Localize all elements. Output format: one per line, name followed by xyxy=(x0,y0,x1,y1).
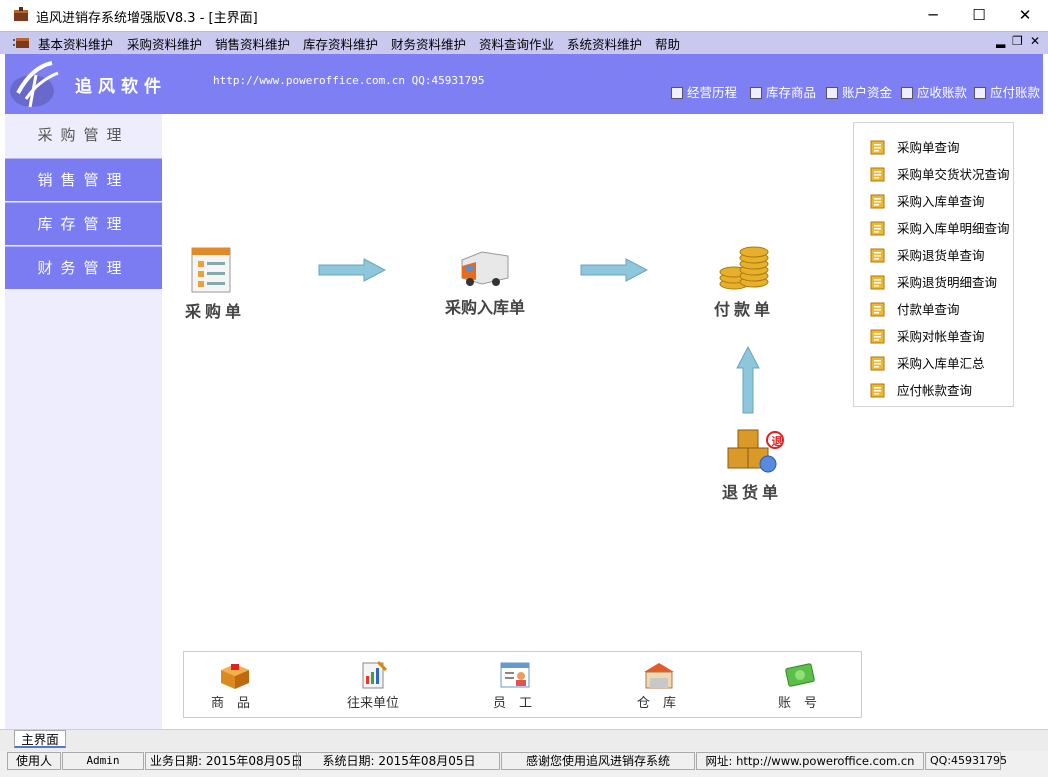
return-order-label[interactable]: 退货单 xyxy=(722,483,783,502)
menu-basic-data[interactable]: 基本资料维护 xyxy=(38,37,114,52)
query-order-delivery[interactable]: 采购单交货状况查询 xyxy=(870,164,1010,183)
menu-help[interactable]: 帮助 xyxy=(655,37,681,52)
menu-bar xyxy=(0,31,1048,54)
flow-arrow-right-2 xyxy=(580,258,648,282)
document-icon xyxy=(870,302,885,317)
query-purchase-order[interactable]: 采购单查询 xyxy=(870,137,960,156)
header-banner xyxy=(5,54,1043,114)
receivables-icon xyxy=(901,87,913,99)
flow-arrow-right-1 xyxy=(318,258,386,282)
nav-purchase[interactable]: 采购管理 xyxy=(5,114,162,157)
document-icon xyxy=(870,248,885,263)
document-icon xyxy=(870,383,885,398)
status-system-date: 系统日期: 2015年08月05日 xyxy=(298,752,500,770)
warehouse-icon[interactable] xyxy=(642,660,676,690)
payment-label[interactable]: 付款单 xyxy=(714,300,775,319)
tab-strip xyxy=(0,729,1048,751)
return-order-icon[interactable] xyxy=(724,426,784,476)
query-return[interactable]: 采购退货单查询 xyxy=(870,245,985,264)
mdi-restore-button[interactable]: ❐ xyxy=(1012,34,1023,48)
app-menu-icon[interactable] xyxy=(13,36,31,49)
brand-name: 追风软件 xyxy=(75,77,167,97)
purchase-receipt-icon[interactable] xyxy=(458,246,512,290)
accounts-icon xyxy=(826,87,838,99)
payables-icon xyxy=(974,87,986,99)
query-receipt-summary[interactable]: 采购入库单汇总 xyxy=(870,353,985,372)
flow-arrow-up xyxy=(736,346,760,414)
query-receipt-detail[interactable]: 采购入库单明细查询 xyxy=(870,218,1010,237)
nav-sales[interactable]: 销售管理 xyxy=(5,158,162,201)
goods-icon[interactable] xyxy=(219,660,251,690)
menu-system-data[interactable]: 系统资料维护 xyxy=(567,37,643,52)
query-payment[interactable]: 付款单查询 xyxy=(870,299,960,318)
goods-label[interactable]: 商 品 xyxy=(211,696,251,711)
query-payables[interactable]: 应付帐款查询 xyxy=(870,380,972,399)
status-qq: QQ:45931795 xyxy=(925,752,1007,770)
document-icon xyxy=(870,329,885,344)
mdi-close-button[interactable]: ✕ xyxy=(1030,34,1041,48)
query-return-detail[interactable]: 采购退货明细查询 xyxy=(870,272,997,291)
menu-finance-data[interactable]: 财务资料维护 xyxy=(391,37,467,52)
account-label[interactable]: 账 号 xyxy=(778,696,818,711)
window-title: 追风进销存系统增强版V8.3 - [主界面] xyxy=(36,11,258,26)
warehouse-label[interactable]: 仓 库 xyxy=(637,696,677,711)
status-business-date: 业务日期: 2015年08月05日 xyxy=(145,752,303,770)
menu-purchase-data[interactable]: 采购资料维护 xyxy=(127,37,203,52)
document-icon xyxy=(870,194,885,209)
app-icon xyxy=(14,7,28,21)
status-user-label: 使用人 xyxy=(7,752,61,770)
quick-link-payables[interactable]: 应付账款 xyxy=(974,82,1040,101)
status-bar xyxy=(0,751,1048,777)
menu-query[interactable]: 资料查询作业 xyxy=(479,37,555,52)
document-icon xyxy=(870,221,885,236)
mdi-minimize-button[interactable]: ▂ xyxy=(996,34,1006,48)
title-bar xyxy=(0,0,1048,30)
document-icon xyxy=(870,167,885,182)
query-receipt[interactable]: 采购入库单查询 xyxy=(870,191,985,210)
document-icon xyxy=(870,275,885,290)
employee-label[interactable]: 员 工 xyxy=(493,696,533,711)
query-statement[interactable]: 采购对帐单查询 xyxy=(870,326,985,345)
status-website: 网址: http://www.poweroffice.com.cn xyxy=(696,752,924,770)
maximize-button[interactable]: ☐ xyxy=(972,6,986,24)
employee-icon[interactable] xyxy=(499,660,531,690)
account-icon[interactable] xyxy=(783,660,817,690)
partners-label[interactable]: 往来单位 xyxy=(347,696,400,711)
document-icon xyxy=(870,356,885,371)
status-thanks: 感谢您使用追风进销存系统 xyxy=(501,752,695,770)
status-user: Admin xyxy=(62,752,144,770)
purchase-order-label[interactable]: 采购单 xyxy=(185,302,246,321)
quick-link-accounts[interactable]: 账户资金 xyxy=(826,82,892,101)
quick-link-stock[interactable]: 库存商品 xyxy=(750,82,816,101)
quick-link-history[interactable]: 经营历程 xyxy=(671,82,737,101)
purchase-receipt-label[interactable]: 采购入库单 xyxy=(445,298,526,317)
logo-icon xyxy=(10,61,59,108)
quick-link-receivables[interactable]: 应收账款 xyxy=(901,82,967,101)
stock-icon xyxy=(750,87,762,99)
nav-finance[interactable]: 财务管理 xyxy=(5,246,162,289)
return-badge: 退 xyxy=(771,435,783,448)
partners-icon[interactable] xyxy=(360,660,388,690)
tab-main[interactable]: 主界面 xyxy=(14,730,66,748)
nav-inventory[interactable]: 库存管理 xyxy=(5,202,162,245)
minimize-button[interactable]: ─ xyxy=(928,6,938,24)
menu-inventory-data[interactable]: 库存资料维护 xyxy=(303,37,379,52)
history-icon xyxy=(671,87,683,99)
close-button[interactable]: ✕ xyxy=(1018,6,1032,24)
menu-sales-data[interactable]: 销售资料维护 xyxy=(215,37,291,52)
purchase-order-icon[interactable] xyxy=(188,246,234,294)
document-icon xyxy=(870,140,885,155)
website-qq: http://www.poweroffice.com.cn QQ:4593179… xyxy=(213,74,485,87)
payment-icon[interactable] xyxy=(718,242,770,292)
